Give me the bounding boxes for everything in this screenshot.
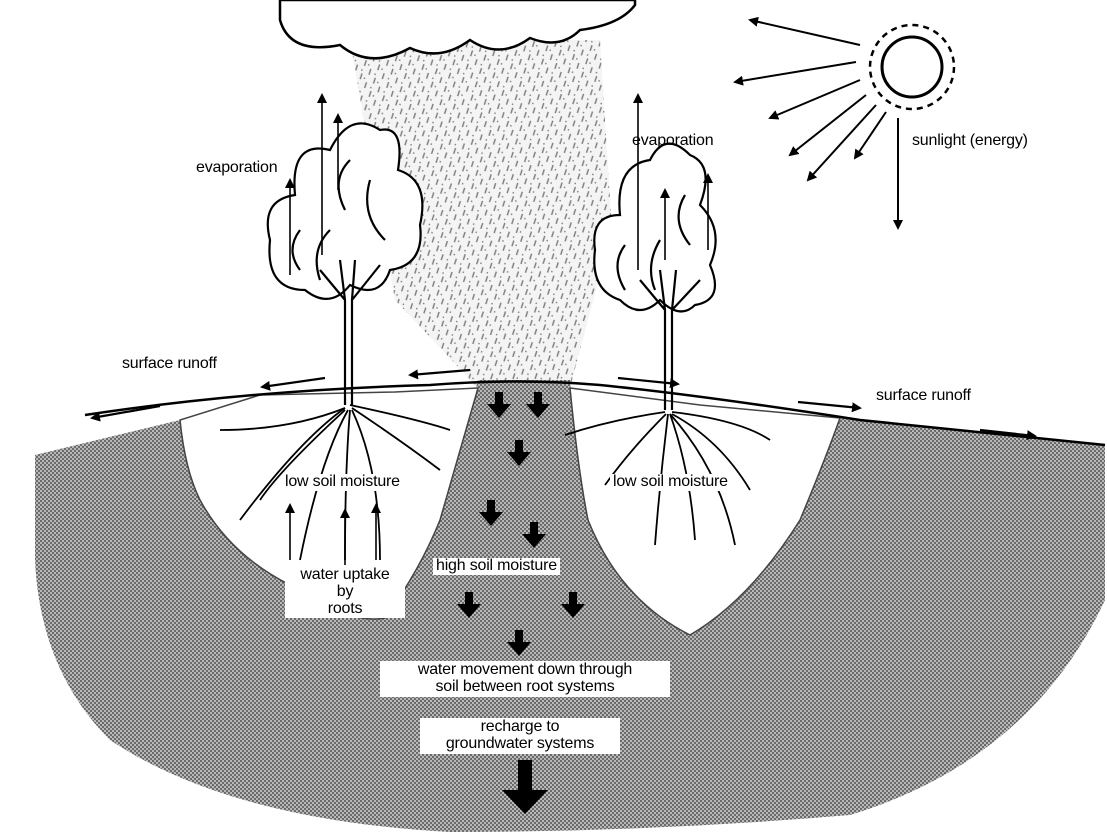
water-movement-line-2: soil between root systems [380, 679, 670, 696]
recharge-label: recharge to groundwater systems [420, 718, 620, 754]
low-moisture-label-left: low soil moisture [282, 474, 403, 491]
water-uptake-line-2: by [285, 584, 405, 601]
water-movement-label: water movement down through soil between… [380, 661, 670, 697]
right-tree [594, 144, 715, 410]
runoff-label-right: surface runoff [876, 388, 971, 405]
runoff-label-left: surface runoff [122, 356, 217, 373]
water-movement-line-1: water movement down through [380, 662, 670, 679]
water-uptake-label: water uptake by roots [285, 566, 405, 618]
recharge-line-2: groundwater systems [420, 736, 620, 753]
high-moisture-label: high soil moisture [433, 558, 560, 575]
low-moisture-label-right: low soil moisture [610, 474, 731, 491]
left-tree [268, 123, 423, 405]
recharge-line-1: recharge to [420, 719, 620, 736]
sun-icon [870, 25, 954, 109]
evaporation-label-left: evaporation [196, 160, 277, 177]
evaporation-label-right: evaporation [632, 133, 713, 150]
sunlight-label: sunlight (energy) [912, 133, 1028, 150]
water-uptake-line-3: roots [285, 601, 405, 618]
water-uptake-line-1: water uptake [285, 567, 405, 584]
